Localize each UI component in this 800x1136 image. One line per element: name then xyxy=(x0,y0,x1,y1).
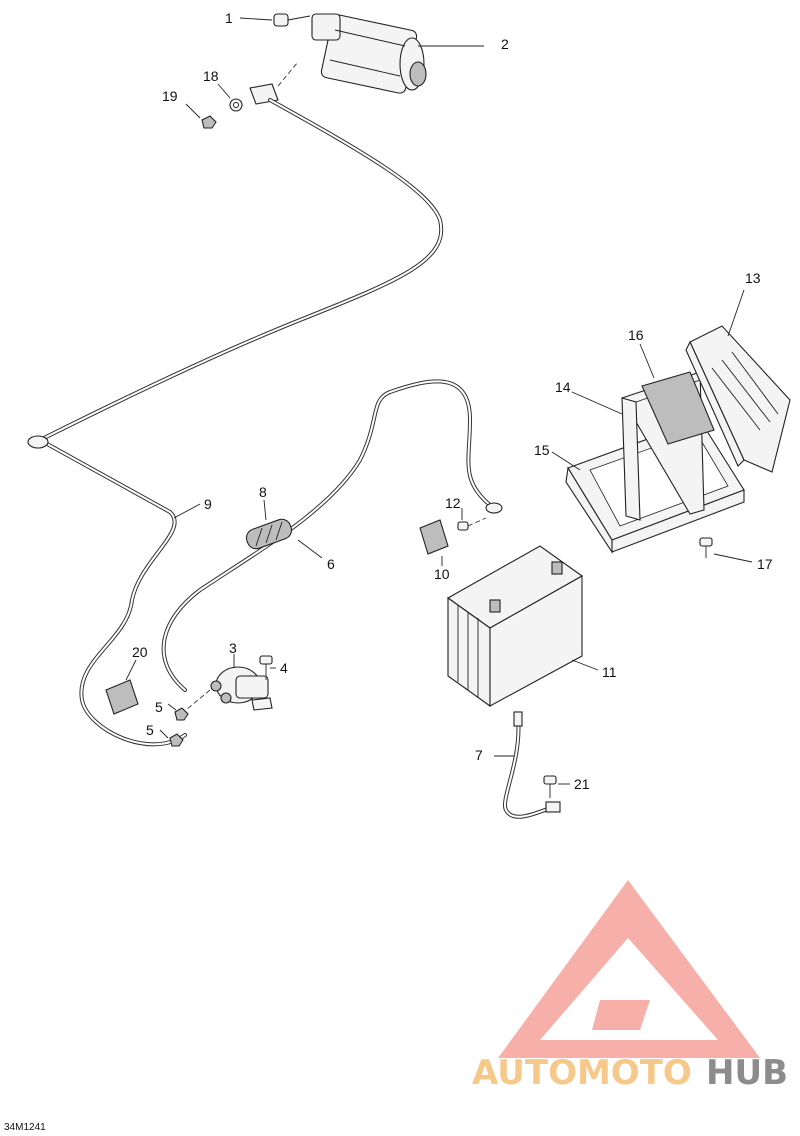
battery-cover-13 xyxy=(685,325,791,473)
screw-17 xyxy=(699,537,713,558)
callout-19: 19 xyxy=(162,88,178,104)
nut-19 xyxy=(201,115,217,129)
nut-5-upper xyxy=(174,707,189,721)
callouts: 1 2 3 4 5 5 6 7 8 9 10 11 12 13 14 15 16… xyxy=(132,10,773,792)
cable-7 xyxy=(502,716,552,819)
callout-8: 8 xyxy=(259,484,267,500)
screw-4 xyxy=(259,655,273,680)
callout-13: 13 xyxy=(745,270,761,286)
protective-boot-20 xyxy=(105,679,139,715)
callout-7: 7 xyxy=(475,747,483,763)
cable-7-terminal-bottom xyxy=(545,801,561,813)
callout-17: 17 xyxy=(757,556,773,572)
callout-5-lower: 5 xyxy=(146,722,154,738)
callout-18: 18 xyxy=(203,68,219,84)
screw-12 xyxy=(457,517,487,531)
cable-9-terminal xyxy=(27,435,49,449)
callout-12: 12 xyxy=(445,495,461,511)
callout-4: 4 xyxy=(280,660,288,676)
watermark-letter-shape xyxy=(592,1000,650,1030)
watermark-logo xyxy=(498,880,760,1058)
callout-11: 11 xyxy=(602,664,617,680)
watermark-triangle-inner xyxy=(540,938,718,1040)
leader-lines xyxy=(125,17,753,785)
callout-1: 1 xyxy=(225,10,233,26)
watermark-wordmark: AUTOMOTO HUB xyxy=(472,1053,788,1093)
callout-2: 2 xyxy=(501,36,509,52)
watermark-word-automoto: AUTOMOTO xyxy=(472,1053,692,1093)
battery-strap-16 xyxy=(641,371,715,445)
callout-10: 10 xyxy=(434,566,450,582)
terminal-cap-10 xyxy=(419,519,449,555)
starter-motor xyxy=(311,13,427,94)
cable-6-terminal xyxy=(485,502,503,514)
callout-20: 20 xyxy=(132,644,148,660)
cable-9 xyxy=(35,98,444,747)
protective-boot-8 xyxy=(245,518,293,550)
callout-5-upper: 5 xyxy=(155,699,163,715)
callout-3: 3 xyxy=(229,640,237,656)
callout-15: 15 xyxy=(534,442,550,458)
battery-11 xyxy=(446,545,584,708)
watermark-word-hub: HUB xyxy=(706,1053,788,1093)
drawing-code: 34M1241 xyxy=(4,1122,46,1133)
callout-21: 21 xyxy=(574,776,590,792)
screw-1 xyxy=(273,13,311,27)
screw-21 xyxy=(543,775,557,798)
callout-16: 16 xyxy=(628,327,644,343)
starter-solenoid-3 xyxy=(185,666,273,711)
nut-5-lower xyxy=(169,733,184,747)
callout-14: 14 xyxy=(555,379,571,395)
cable-7-terminal-top xyxy=(513,711,523,727)
callout-6: 6 xyxy=(327,556,335,572)
callout-9: 9 xyxy=(204,496,212,512)
